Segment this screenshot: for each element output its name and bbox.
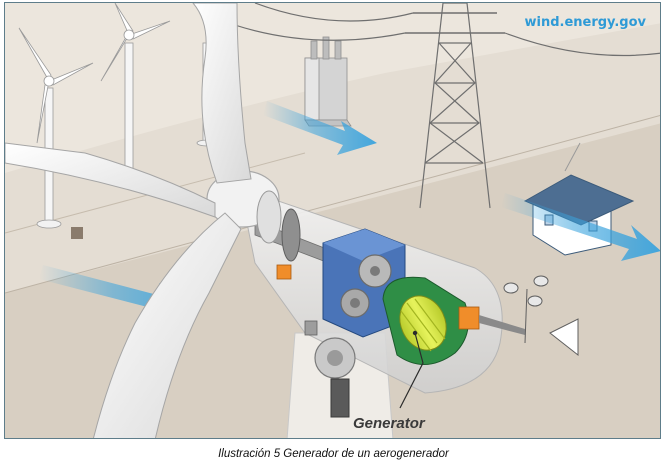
figure-caption: Ilustración 5 Generador de un aerogenera… (218, 448, 449, 460)
power-flow-arrow-top (263, 101, 377, 155)
rotor-blade-left (5, 142, 216, 218)
source-credit: wind.energy.gov (524, 15, 646, 30)
wind-turbine-generator-illustration (5, 3, 660, 438)
yaw-drive (304, 320, 356, 418)
rear-shaft (479, 315, 525, 335)
rotor-blade-top (192, 3, 252, 184)
generator (382, 276, 469, 365)
hub-flange (256, 190, 282, 244)
wind-vane (549, 318, 579, 357)
generator-coupling (458, 306, 480, 330)
anemometer (503, 275, 549, 344)
transformer (304, 36, 352, 127)
far-field (5, 3, 660, 173)
power-flow-arrow-house (501, 193, 660, 261)
brake-coupling (276, 264, 292, 280)
turbine-1-base-box (71, 227, 83, 239)
generator-leader-line (399, 332, 424, 409)
fence-line (5, 115, 660, 294)
main-bearing (281, 208, 301, 262)
house-power-line (564, 142, 581, 172)
rotor-blade-bottom (93, 212, 242, 438)
generator-label: Generator (353, 415, 425, 432)
illustration-frame: wind.energy.gov Generator (4, 2, 661, 439)
generator-pointer-dot (412, 330, 418, 336)
transmission-tower (214, 3, 660, 209)
